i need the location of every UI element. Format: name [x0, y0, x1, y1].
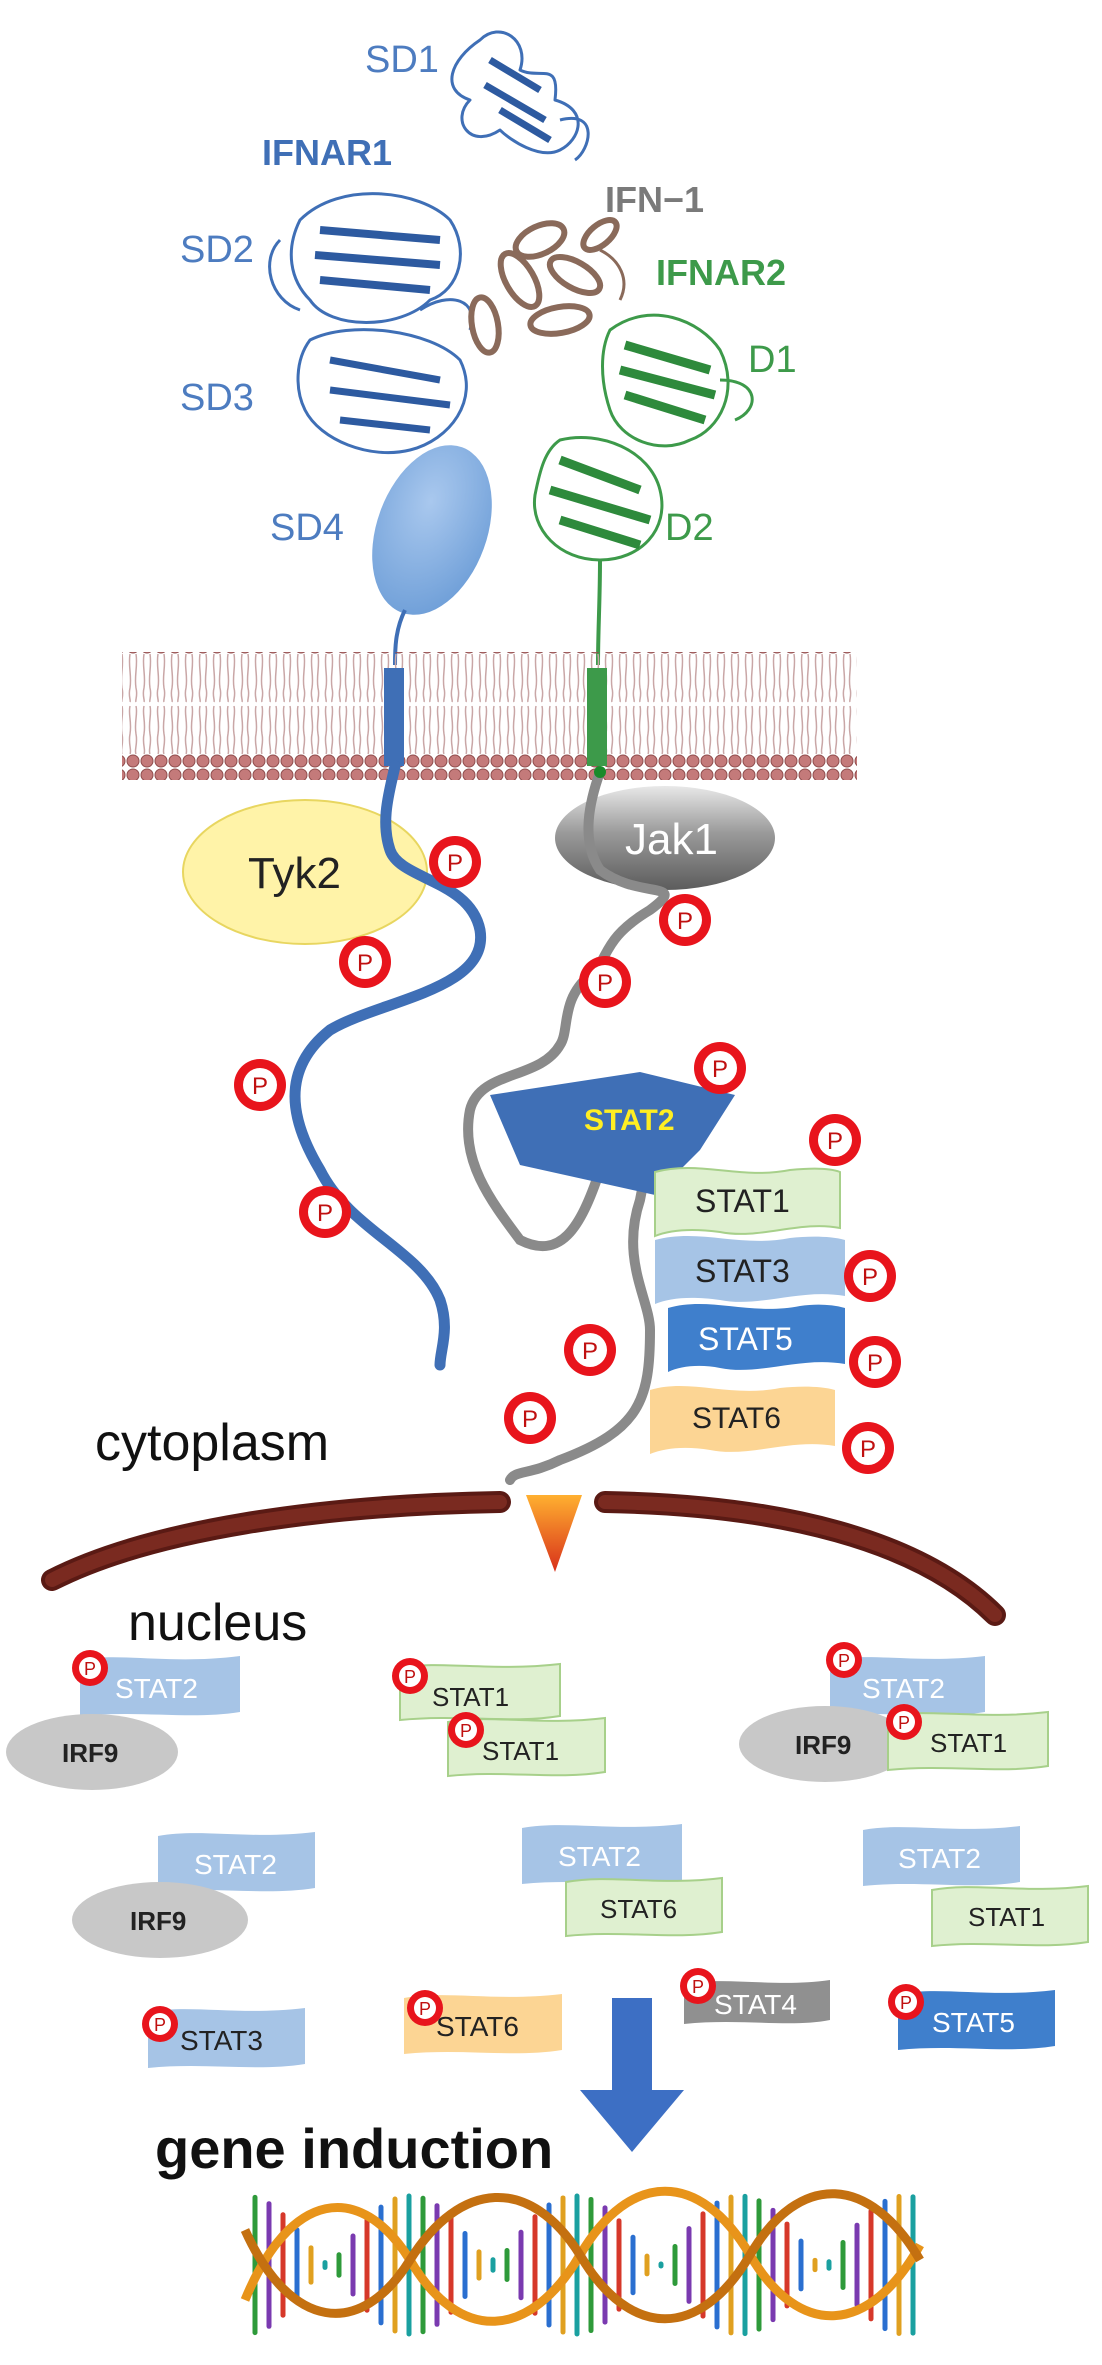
svg-text:STAT3: STAT3	[695, 1253, 790, 1289]
svg-text:P: P	[692, 1977, 704, 1997]
svg-text:P: P	[900, 1993, 912, 2013]
label-sd4: SD4	[270, 507, 344, 549]
label-nucleus: nucleus	[128, 1594, 307, 1652]
svg-text:STAT5: STAT5	[932, 2007, 1015, 2038]
complex-stat2-stat6: STAT2 STAT6	[522, 1824, 723, 1938]
stat3-nuclear: STAT3 P	[142, 2006, 305, 2068]
complex-stat2-irf9-a: STAT2 IRF9 P	[6, 1650, 240, 1790]
svg-text:P: P	[677, 908, 693, 935]
ifn1-ligand	[468, 217, 626, 356]
svg-text:P: P	[419, 1999, 431, 2019]
gene-induction-arrow	[580, 1998, 684, 2152]
label-cytoplasm: cytoplasm	[95, 1414, 329, 1472]
label-sd3: SD3	[180, 377, 254, 419]
svg-text:P: P	[522, 1406, 538, 1433]
svg-text:STAT2: STAT2	[115, 1673, 198, 1704]
label-ifnar2: IFNAR2	[656, 252, 786, 293]
sd4-domain	[372, 445, 492, 615]
svg-text:P: P	[862, 1264, 878, 1291]
svg-text:P: P	[898, 1713, 910, 1733]
stat4-nuclear: STAT4 P	[680, 1968, 830, 2024]
svg-text:P: P	[460, 1721, 472, 1741]
ifnar1-structure	[268, 30, 590, 455]
ifnar1-cytoplasmic-tail	[289, 760, 487, 1371]
svg-text:P: P	[154, 2015, 166, 2035]
label-ifnar1: IFNAR1	[262, 132, 392, 173]
svg-text:STAT6: STAT6	[436, 2011, 519, 2042]
label-sd1: SD1	[365, 39, 439, 81]
label-d2: D2	[665, 507, 714, 549]
complex-stat1-dimer: STAT1 STAT1 P P	[392, 1658, 606, 1778]
complex-stat2-stat1: STAT2 STAT1	[863, 1826, 1089, 1948]
svg-text:STAT1: STAT1	[695, 1183, 790, 1219]
svg-text:STAT5: STAT5	[698, 1321, 793, 1357]
stat5-cyto: STAT5	[668, 1304, 845, 1372]
ifnar2-stalk	[596, 559, 602, 666]
svg-text:STAT6: STAT6	[692, 1402, 781, 1435]
svg-text:P: P	[317, 1200, 333, 1227]
label-sd2: SD2	[180, 229, 254, 271]
svg-text:STAT2: STAT2	[194, 1849, 277, 1880]
svg-text:P: P	[597, 970, 613, 997]
svg-text:P: P	[838, 1651, 850, 1671]
stat6-cyto: STAT6	[650, 1386, 835, 1454]
nuclear-envelope-left-inner	[45, 1495, 507, 1587]
svg-text:P: P	[252, 1073, 268, 1100]
label-jak1: Jak1	[625, 815, 718, 864]
svg-text:STAT2: STAT2	[898, 1843, 981, 1874]
svg-text:STAT1: STAT1	[930, 1728, 1007, 1758]
stat3-cyto: STAT3	[655, 1236, 845, 1304]
svg-text:STAT4: STAT4	[714, 1989, 797, 2020]
ifnar2-structure	[532, 313, 754, 562]
svg-text:P: P	[357, 950, 373, 977]
label-stat2-docked: STAT2	[584, 1104, 675, 1137]
svg-text:IRF9: IRF9	[62, 1738, 118, 1768]
label-d1: D1	[748, 339, 797, 381]
svg-text:STAT1: STAT1	[482, 1736, 559, 1766]
svg-text:STAT1: STAT1	[968, 1902, 1045, 1932]
nuclear-envelope-right-inner	[598, 1495, 1002, 1622]
svg-text:STAT2: STAT2	[862, 1673, 945, 1704]
svg-text:STAT1: STAT1	[432, 1682, 509, 1712]
svg-text:STAT2: STAT2	[558, 1841, 641, 1872]
label-tyk2: Tyk2	[248, 849, 341, 898]
phospho-badges-cytoplasm: P P P P P P P P P P P P P	[234, 836, 901, 1474]
svg-text:STAT3: STAT3	[180, 2025, 263, 2056]
dna-helix	[240, 2186, 924, 2337]
stat1-cyto: STAT1	[654, 1167, 841, 1238]
stat5-nuclear: STAT5 P	[888, 1984, 1055, 2050]
ifnar1-transmembrane	[384, 668, 404, 766]
ifnar2-transmembrane	[587, 668, 607, 766]
svg-text:P: P	[582, 1338, 598, 1365]
svg-text:P: P	[860, 1436, 876, 1463]
tyk2-kinase	[182, 799, 428, 945]
svg-text:P: P	[712, 1056, 728, 1083]
svg-text:STAT6: STAT6	[600, 1894, 677, 1924]
svg-text:P: P	[404, 1667, 416, 1687]
complex-isgf3-right: STAT2 IRF9 STAT1 P P	[739, 1642, 1049, 1782]
complex-stat2-irf9-b: STAT2 IRF9	[72, 1832, 315, 1958]
plasma-membrane	[122, 652, 857, 780]
label-ifn1: IFN−1	[605, 179, 704, 220]
svg-text:IRF9: IRF9	[130, 1906, 186, 1936]
stat2-docked	[490, 1072, 735, 1195]
jak1-kinase	[555, 786, 775, 890]
svg-text:P: P	[867, 1350, 883, 1377]
nuclear-import-arrow	[526, 1495, 582, 1572]
svg-text:P: P	[447, 850, 463, 877]
svg-text:IRF9: IRF9	[795, 1730, 851, 1760]
stat6-nuclear: STAT6 P	[404, 1990, 562, 2054]
svg-text:P: P	[84, 1659, 96, 1679]
label-gene-induction: gene induction	[155, 2117, 553, 2180]
svg-text:P: P	[827, 1128, 843, 1155]
jak1-loop-tail	[463, 767, 670, 1485]
